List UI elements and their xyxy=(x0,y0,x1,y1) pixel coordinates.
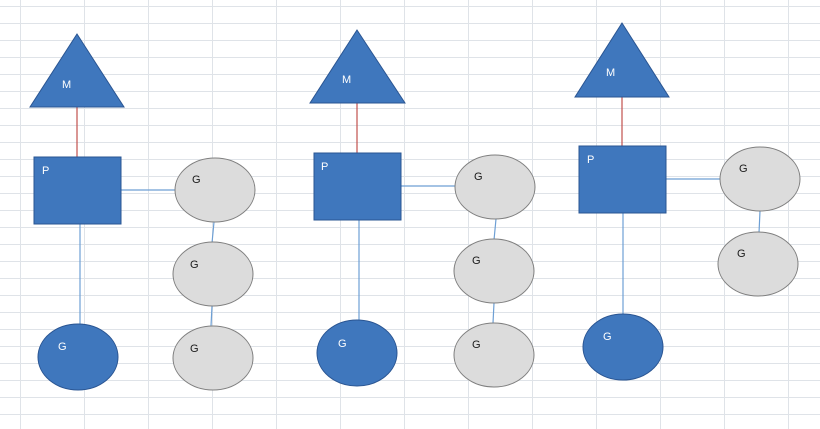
p-label: P xyxy=(321,161,328,173)
machine-m xyxy=(574,22,670,98)
running-g-label: G xyxy=(338,338,347,350)
queued-g-label: G xyxy=(739,163,748,175)
queued-g-label: G xyxy=(190,259,199,271)
queued-g-label: G xyxy=(472,255,481,267)
queued-goroutine xyxy=(172,241,254,307)
queue-link xyxy=(758,210,761,234)
group-3: M P G G G xyxy=(574,22,801,381)
machine-m xyxy=(309,29,406,104)
queued-g-label: G xyxy=(737,248,746,260)
group-2: M P G G G G xyxy=(309,29,536,388)
queued-g-label: G xyxy=(190,343,199,355)
machine-m xyxy=(29,33,125,108)
running-goroutine xyxy=(316,319,398,387)
queue-link xyxy=(493,218,497,241)
queue-link xyxy=(210,305,213,327)
m-label: M xyxy=(606,67,615,79)
p-label: P xyxy=(42,165,49,177)
running-goroutine xyxy=(582,313,664,381)
queued-goroutine xyxy=(454,154,536,220)
queue-link xyxy=(492,302,495,324)
queue-link xyxy=(211,221,215,244)
queued-g-label: G xyxy=(192,174,201,186)
queued-goroutine xyxy=(174,157,256,223)
queued-goroutine xyxy=(172,325,254,391)
queued-g-label: G xyxy=(474,171,483,183)
queued-goroutine xyxy=(453,322,535,388)
queued-goroutine xyxy=(719,146,801,212)
running-g-label: G xyxy=(603,331,612,343)
m-label: M xyxy=(62,79,71,91)
running-goroutine xyxy=(37,323,119,391)
p-label: P xyxy=(587,154,594,166)
processor-p xyxy=(313,152,402,221)
processor-p xyxy=(33,156,122,225)
group-1: M P G G G G xyxy=(29,33,256,391)
processor-p xyxy=(578,145,667,214)
m-label: M xyxy=(342,74,351,86)
queued-goroutine xyxy=(453,238,535,304)
queued-goroutine xyxy=(717,231,799,297)
queued-g-label: G xyxy=(472,339,481,351)
running-g-label: G xyxy=(58,341,67,353)
